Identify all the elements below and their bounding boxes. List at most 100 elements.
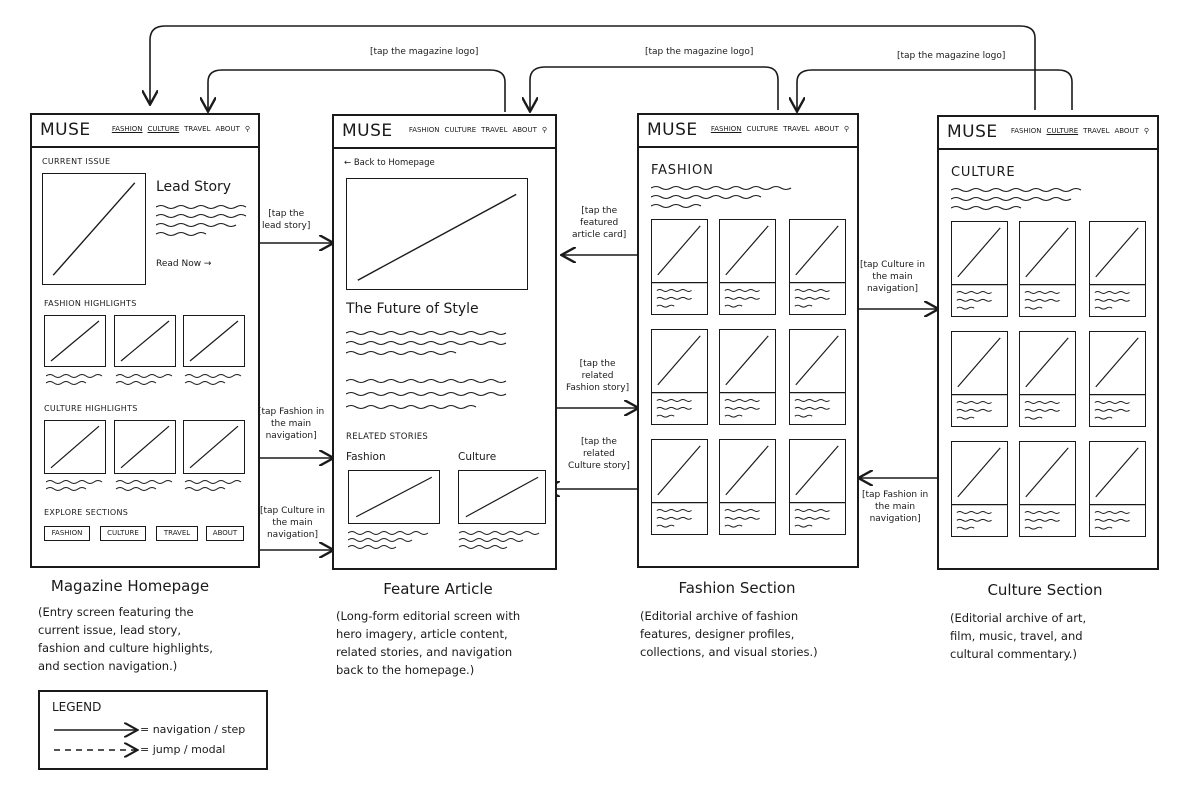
section-heading: FASHION	[651, 163, 714, 178]
section-button-fashion[interactable]: FASHION	[44, 526, 90, 541]
legend: LEGEND = navigation / step = jump / moda…	[38, 690, 268, 770]
legend-dashed-label: = jump / modal	[140, 743, 226, 756]
nav-culture[interactable]: CULTURE	[147, 125, 180, 133]
article-card[interactable]	[951, 441, 1008, 537]
section-button-travel[interactable]: TRAVEL	[156, 526, 198, 541]
main-navigation: FASHION CULTURE TRAVEL ABOUT ⚲	[112, 125, 250, 133]
fashion-highlight-card[interactable]	[44, 315, 106, 367]
explore-sections-label: EXPLORE SECTIONS	[44, 508, 129, 517]
magazine-logo[interactable]: MUSE	[947, 122, 998, 142]
culture-screen: MUSE FASHION CULTURE TRAVEL ABOUT ⚲ CULT…	[937, 115, 1159, 570]
article-card[interactable]	[651, 219, 708, 315]
nav-fashion[interactable]: FASHION	[710, 125, 742, 133]
homepage-title: Magazine Homepage	[50, 577, 210, 595]
main-navigation: FASHION CULTURE TRAVEL ABOUT ⚲	[711, 125, 849, 133]
nav-about[interactable]: ABOUT	[814, 125, 839, 133]
article-thumbnail	[1020, 447, 1075, 530]
current-issue-label: CURRENT ISSUE	[42, 157, 111, 166]
nav-culture[interactable]: CULTURE	[746, 125, 779, 133]
section-button-about[interactable]: ABOUT	[206, 526, 244, 541]
article-card[interactable]	[789, 439, 846, 535]
article-card[interactable]	[1089, 221, 1146, 317]
article-thumbnail	[1020, 337, 1075, 420]
magazine-logo[interactable]: MUSE	[342, 121, 393, 141]
culture-highlight-card[interactable]	[114, 420, 176, 474]
article-thumbnail	[720, 225, 775, 308]
article-card[interactable]	[719, 219, 776, 315]
homepage-navbar: MUSE FASHION CULTURE TRAVEL ABOUT ⚲	[32, 115, 258, 148]
article-card[interactable]	[951, 331, 1008, 427]
article-thumbnail	[720, 335, 775, 418]
lead-story-text	[156, 204, 247, 237]
article-card[interactable]	[1019, 331, 1076, 427]
fashion-highlight-card[interactable]	[114, 315, 176, 367]
related-culture-card[interactable]	[458, 470, 546, 524]
nav-about[interactable]: ABOUT	[1114, 127, 1139, 135]
legend-line-samples	[54, 722, 140, 762]
search-icon[interactable]: ⚲	[244, 125, 250, 133]
culture-highlight-captions	[46, 480, 242, 491]
homepage-description: (Entry screen featuring the current issu…	[38, 605, 213, 673]
nav-about[interactable]: ABOUT	[512, 126, 537, 134]
fashion-highlight-card[interactable]	[183, 315, 245, 367]
article-card[interactable]	[651, 329, 708, 425]
article-card[interactable]	[719, 439, 776, 535]
nav-fashion[interactable]: FASHION	[1010, 127, 1042, 135]
culture-title: Culture Section	[987, 581, 1103, 599]
magazine-logo[interactable]: MUSE	[647, 120, 698, 140]
article-screen: MUSE FASHION CULTURE TRAVEL ABOUT ⚲ ← Ba…	[332, 114, 557, 570]
annotation-related-culture: [tap the related Culture story]	[568, 437, 630, 471]
article-thumbnail	[790, 335, 845, 418]
back-to-homepage-link[interactable]: ← Back to Homepage	[344, 158, 435, 168]
nav-fashion[interactable]: FASHION	[111, 125, 143, 133]
nav-travel[interactable]: TRAVEL	[1083, 127, 1110, 135]
arrow-culture-logo-fashion	[797, 69, 1073, 110]
annotation-related-fashion: [tap the related Fashion story]	[566, 359, 630, 393]
culture-description: (Editorial archive of art, film, music, …	[950, 611, 1087, 661]
read-now-link[interactable]: Read Now →	[156, 259, 212, 269]
article-card[interactable]	[1089, 441, 1146, 537]
related-fashion-label: Fashion	[346, 451, 386, 463]
related-fashion-card[interactable]	[348, 470, 440, 524]
article-card[interactable]	[789, 219, 846, 315]
nav-travel[interactable]: TRAVEL	[481, 126, 508, 134]
nav-travel[interactable]: TRAVEL	[783, 125, 810, 133]
legend-title: LEGEND	[52, 700, 102, 714]
related-captions	[348, 531, 540, 549]
article-card[interactable]	[1089, 331, 1146, 427]
nav-culture[interactable]: CULTURE	[1046, 127, 1079, 135]
annotation-home-culture: [tap Culture in the main navigation]	[260, 506, 325, 540]
article-thumbnail	[952, 227, 1007, 310]
article-title: Feature Article	[383, 580, 493, 598]
nav-travel[interactable]: TRAVEL	[184, 125, 211, 133]
culture-highlight-card[interactable]	[183, 420, 245, 474]
nav-fashion[interactable]: FASHION	[408, 126, 440, 134]
search-icon[interactable]: ⚲	[541, 126, 547, 134]
article-card[interactable]	[1019, 441, 1076, 537]
fashion-navbar: MUSE FASHION CULTURE TRAVEL ABOUT ⚲	[639, 115, 857, 148]
nav-culture[interactable]: CULTURE	[444, 126, 477, 134]
annotation-home-fashion: [tap Fashion in the main navigation]	[258, 407, 325, 441]
article-card[interactable]	[951, 221, 1008, 317]
magazine-logo[interactable]: MUSE	[40, 120, 91, 140]
article-thumbnail	[1090, 227, 1145, 310]
lead-story-title[interactable]: Lead Story	[156, 179, 232, 195]
article-thumbnail	[652, 335, 707, 418]
article-card[interactable]	[651, 439, 708, 535]
lead-image[interactable]	[42, 173, 146, 285]
article-card[interactable]	[789, 329, 846, 425]
search-icon[interactable]: ⚲	[843, 125, 849, 133]
fashion-screen: MUSE FASHION CULTURE TRAVEL ABOUT ⚲ FASH…	[637, 113, 859, 568]
fashion-highlight-captions	[46, 374, 242, 385]
search-icon[interactable]: ⚲	[1143, 127, 1149, 135]
article-thumbnail	[1090, 337, 1145, 420]
article-card[interactable]	[719, 329, 776, 425]
section-button-culture[interactable]: CULTURE	[100, 526, 146, 541]
main-navigation: FASHION CULTURE TRAVEL ABOUT ⚲	[1011, 127, 1149, 135]
article-navbar: MUSE FASHION CULTURE TRAVEL ABOUT ⚲	[334, 116, 555, 149]
nav-about[interactable]: ABOUT	[215, 125, 240, 133]
article-card[interactable]	[1019, 221, 1076, 317]
annotation-logo-3: [tap the magazine logo]	[897, 51, 1006, 61]
main-navigation: FASHION CULTURE TRAVEL ABOUT ⚲	[409, 126, 547, 134]
culture-highlight-card[interactable]	[44, 420, 106, 474]
